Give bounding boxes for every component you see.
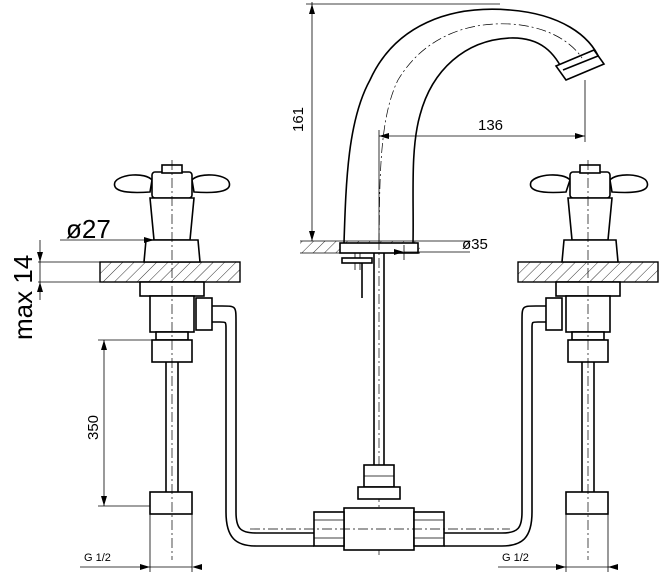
t-connector: [250, 464, 510, 551]
dimension-handle-diameter: [60, 237, 154, 243]
right-hose: [444, 305, 546, 547]
dimension-reach-label: 136: [478, 117, 503, 134]
right-cross-handle: [529, 164, 649, 263]
left-valve-body: [139, 160, 213, 560]
dimension-handle-diameter-label: ø27: [66, 214, 111, 244]
right-valve-body: [545, 160, 621, 560]
dimension-hose-length-label: 350: [85, 415, 102, 440]
dimension-reach: [378, 80, 586, 240]
dimension-height-label: 161: [290, 107, 307, 132]
dimension-thread-left: [80, 514, 202, 572]
dimension-height: [306, 2, 500, 241]
dimension-thread-left-label: G 1/2: [84, 552, 111, 564]
center-supply-pipe: [373, 240, 385, 555]
dimension-thread-right: [498, 514, 618, 572]
dimension-max-thickness-label: max 14: [8, 255, 38, 340]
dimension-hole-diameter: [394, 245, 470, 260]
dimension-thread-right-label: G 1/2: [502, 552, 529, 564]
dimension-hole-diameter-label: ø35: [462, 236, 488, 253]
dimension-hose-length: [98, 339, 154, 507]
left-hose: [212, 305, 314, 547]
dimension-max-thickness: [37, 240, 100, 300]
